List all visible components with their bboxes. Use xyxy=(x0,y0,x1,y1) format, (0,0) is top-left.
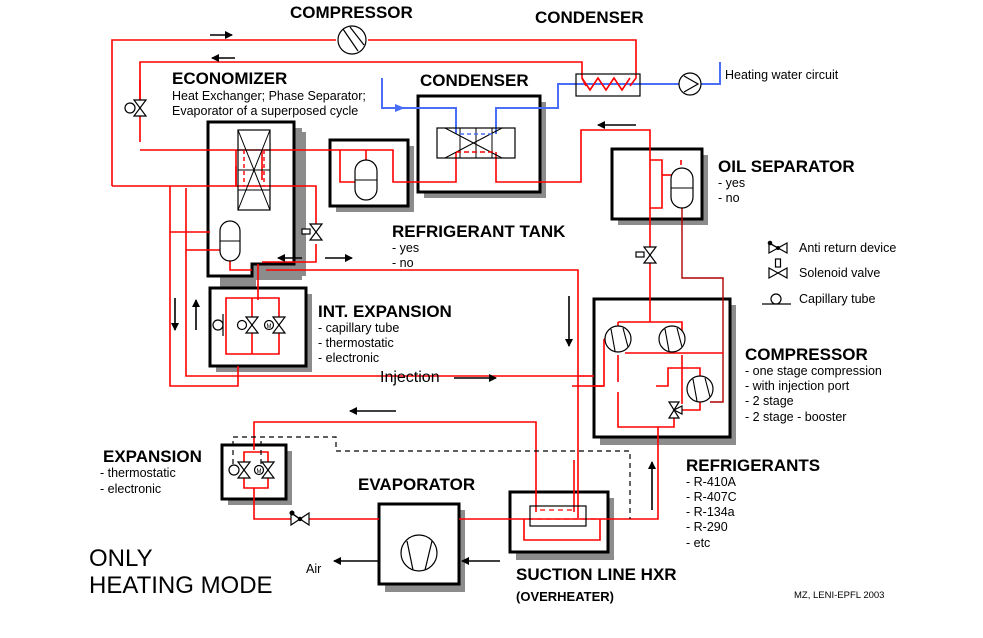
oil-separator-title: OIL SEPARATOR xyxy=(718,157,855,176)
refrigerant-tank-title: REFRIGERANT TANK xyxy=(392,222,566,241)
suction-line-hxr-box xyxy=(508,490,614,560)
solenoid-valve-icon xyxy=(768,258,788,280)
expansion-title: EXPANSION xyxy=(103,447,202,466)
economizer-title: ECONOMIZER xyxy=(172,69,287,88)
compressor-box xyxy=(592,297,736,445)
int-expansion-electronic-valve-icon: M xyxy=(263,316,287,334)
refrigerant-tank-option: - no xyxy=(392,256,414,270)
legend: Anti return device Solenoid valve Capill… xyxy=(762,240,896,306)
compressor-option: - with injection port xyxy=(745,379,850,393)
int-expansion-label: INT. EXPANSION - capillary tube - thermo… xyxy=(318,302,452,365)
economizer-desc-2: Evaporator of a superposed cycle xyxy=(172,104,358,118)
economizer-label: ECONOMIZER Heat Exchanger; Phase Separat… xyxy=(172,69,366,118)
legend-label: Capillary tube xyxy=(799,292,875,306)
legend-item-solenoid: Solenoid valve xyxy=(768,258,880,280)
booster-compressor-icon xyxy=(686,375,714,403)
refrigerant-tank-label: REFRIGERANT TANK - yes - no xyxy=(392,222,566,270)
mode-label-line-2: HEATING MODE xyxy=(89,572,273,599)
compressor-option: - 2 stage - booster xyxy=(745,410,846,424)
int-expansion-title: INT. EXPANSION xyxy=(318,302,452,321)
evaporator-fan-icon xyxy=(400,534,438,572)
compressor-label: COMPRESSOR - one stage compression - wit… xyxy=(745,345,882,424)
legend-label: Anti return device xyxy=(799,241,896,255)
refrigerants-title: REFRIGERANTS xyxy=(686,456,820,475)
svg-text:M: M xyxy=(257,469,262,475)
compressor-unit-icon xyxy=(658,325,686,353)
suction-hxr-exchanger-icon xyxy=(529,505,587,527)
electronic-expansion-valve-icon: M xyxy=(253,461,276,479)
refrigerant-option: - R-407C xyxy=(686,490,737,504)
oil-separator-option: - no xyxy=(718,191,740,205)
suction-line-hxr-subtitle: (OVERHEATER) xyxy=(516,589,614,604)
legend-item-capillary: Capillary tube xyxy=(762,292,875,306)
compressor-option: - one stage compression xyxy=(745,364,882,378)
top-condenser-title: CONDENSER xyxy=(535,8,644,27)
refrigerant-option: - etc xyxy=(686,536,710,550)
compressor-unit-icon xyxy=(604,325,632,353)
expansion-option: - electronic xyxy=(100,482,161,496)
anti-return-device-icon xyxy=(289,510,310,527)
heating-water-line xyxy=(381,62,721,134)
int-expansion-option: - electronic xyxy=(318,351,379,365)
air-label: Air xyxy=(306,562,321,576)
economizer-box xyxy=(206,120,306,288)
sensor-capillary-lines xyxy=(232,436,631,520)
expansion-label: EXPANSION - thermostatic - electronic xyxy=(100,447,202,496)
compressor-title: COMPRESSOR xyxy=(745,345,868,364)
anti-return-device-icon xyxy=(767,240,788,255)
refrigerant-tank-option: - yes xyxy=(392,241,419,255)
condenser-heat-exchanger-icon xyxy=(436,127,516,159)
legend-item-anti-return: Anti return device xyxy=(767,240,896,255)
int-expansion-option: - capillary tube xyxy=(318,321,399,335)
refrigerant-option: - R-290 xyxy=(686,520,728,534)
condenser-coil-icon xyxy=(575,73,641,97)
economizer-desc-1: Heat Exchanger; Phase Separator; xyxy=(172,89,366,103)
expansion-option: - thermostatic xyxy=(100,466,176,480)
oil-separator-vessel-icon xyxy=(670,167,694,209)
flow-arrows xyxy=(171,31,656,565)
svg-text:M: M xyxy=(267,324,272,330)
int-expansion-thermostatic-valve-icon xyxy=(236,316,260,334)
solenoid-valve-icon xyxy=(301,223,324,241)
injection-label: Injection xyxy=(380,369,440,386)
top-compressor-title: COMPRESSOR xyxy=(290,3,413,22)
three-way-valve-icon xyxy=(667,401,683,419)
evaporator-title: EVAPORATOR xyxy=(358,475,475,494)
main-compressor-icon xyxy=(337,25,367,55)
credit-text: MZ, LENI-EPFL 2003 xyxy=(794,590,884,601)
thermostatic-expansion-valve-icon xyxy=(228,461,252,479)
refrigerants-label: REFRIGERANTS - R-410A - R-407C - R-134a … xyxy=(686,456,820,550)
mode-label-line-1: ONLY xyxy=(89,545,153,572)
mode-label: ONLY HEATING MODE xyxy=(89,545,273,599)
refrigerant-option: - R-134a xyxy=(686,505,735,519)
heating-water-circuit-label: Heating water circuit xyxy=(725,68,839,82)
int-expansion-capillary-icon xyxy=(212,314,224,336)
refrigerant-tank-vessel-icon xyxy=(354,159,378,201)
oil-separator-option: - yes xyxy=(718,176,745,190)
compressor-option: - 2 stage xyxy=(745,394,794,408)
condenser-title: CONDENSER xyxy=(420,71,529,90)
suction-line-hxr-title: SUCTION LINE HXR xyxy=(516,565,677,584)
legend-label: Solenoid valve xyxy=(799,266,880,280)
economizer-heat-exchanger-icon xyxy=(237,129,271,211)
solenoid-valve-icon xyxy=(635,246,658,264)
refrigerant-option: - R-410A xyxy=(686,475,737,489)
water-pump-icon xyxy=(678,72,702,96)
int-expansion-option: - thermostatic xyxy=(318,336,394,350)
suction-line-hxr-label: SUCTION LINE HXR (OVERHEATER) xyxy=(516,565,677,604)
expansion-valve-icon xyxy=(124,99,148,117)
capillary-tube-icon xyxy=(762,293,791,305)
phase-separator-vessel-icon xyxy=(219,220,241,262)
oil-separator-label: OIL SEPARATOR - yes - no xyxy=(718,157,855,205)
